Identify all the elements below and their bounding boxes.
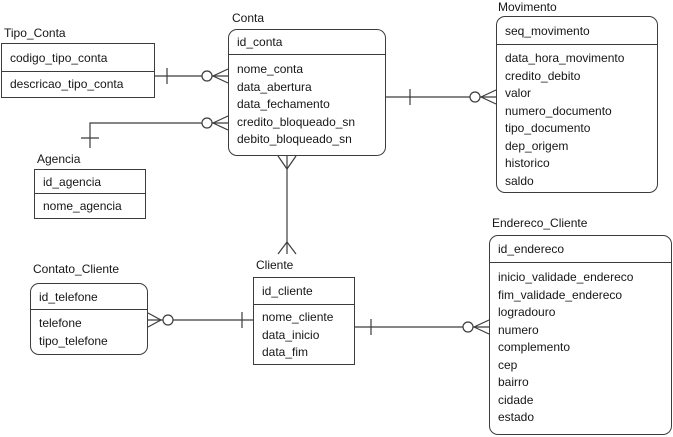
attribute: nome_cliente: [262, 310, 334, 324]
key-attribute: seq_movimento: [505, 23, 590, 38]
attr-section: nome_conta data_abertura data_fechamento…: [229, 55, 385, 149]
entity-contato-cliente: id_telefone telefone tipo_telefone: [30, 283, 148, 355]
cardinality-many-crowfoot: [286, 241, 297, 255]
attr-section: nome_cliente data_inicio data_fim: [254, 305, 354, 362]
attribute: saldo: [505, 173, 534, 188]
attribute: numero: [498, 322, 539, 337]
entity-conta: id_conta nome_conta data_abertura data_f…: [228, 29, 386, 156]
entity-cliente: id_cliente nome_cliente data_inicio data…: [253, 277, 355, 365]
attribute: debito_bloqueado_sn: [237, 132, 352, 146]
attr-section: descricao_tipo_conta: [2, 72, 154, 94]
relationship-cliente-endereco: [355, 319, 490, 335]
relationship-line: [89, 122, 228, 148]
key-section: id_cliente: [254, 278, 354, 305]
relationship-conta-cliente: [277, 155, 297, 255]
cardinality-many-crowfoot: [473, 319, 490, 328]
attribute: nome_agencia: [43, 199, 122, 213]
cardinality-many-crowfoot: [147, 319, 162, 328]
cardinality-many-crowfoot: [212, 115, 229, 124]
cardinality-many-crowfoot: [212, 75, 229, 84]
attribute: complemento: [498, 340, 571, 354]
entity-title-tipo-conta: Tipo_Conta: [3, 26, 67, 40]
attribute: dep_origem: [505, 138, 569, 153]
attr-section: data_hora_movimento credito_debito valor…: [497, 45, 657, 190]
relationship-agencia-conta: [81, 115, 229, 148]
key-section: codigo_tipo_conta: [2, 44, 154, 72]
key-section: id_endereco: [490, 236, 671, 263]
attribute: data_fim: [262, 345, 309, 359]
key-section: seq_movimento: [497, 17, 657, 45]
attribute: valor: [505, 86, 532, 100]
key-attribute: id_telefone: [39, 289, 98, 304]
attr-section: telefone tipo_telefone: [31, 310, 147, 350]
cardinality-many-crowfoot: [277, 241, 288, 255]
cardinality-many-crowfoot: [480, 89, 497, 98]
attribute: numero_documento: [505, 103, 612, 118]
cardinality-zero-circle: [201, 70, 213, 82]
entity-title-cliente: Cliente: [255, 258, 295, 272]
attribute: logradouro: [498, 305, 556, 319]
relationship-conta-movimento: [386, 89, 497, 105]
attribute: data_inicio: [262, 327, 320, 342]
attribute: cep: [498, 357, 518, 372]
cardinality-many-crowfoot: [473, 326, 490, 335]
entity-title-contato-cliente: Contato_Cliente: [32, 262, 121, 276]
entity-agencia: id_agencia nome_agencia: [34, 169, 146, 219]
cardinality-many-crowfoot: [212, 122, 229, 131]
attribute: cidade: [498, 392, 534, 407]
attribute: nome_conta: [237, 62, 304, 76]
attribute: estado: [498, 410, 535, 424]
attribute: fim_validade_endereco: [498, 287, 623, 302]
attribute: historico: [505, 156, 550, 170]
cardinality-zero-circle: [201, 117, 213, 129]
attribute: data_abertura: [237, 79, 312, 94]
entity-tipo-conta: codigo_tipo_conta descricao_tipo_conta: [1, 43, 155, 98]
attribute: data_hora_movimento: [505, 51, 625, 65]
attribute: inicio_validade_endereco: [498, 270, 634, 284]
key-section: id_telefone: [31, 284, 147, 310]
relationship-tipo-conta-conta: [155, 68, 229, 84]
key-section: id_agencia: [35, 170, 145, 194]
attr-section: inicio_validade_endereco fim_validade_en…: [490, 263, 671, 427]
cardinality-zero-circle: [462, 321, 474, 333]
key-attribute: codigo_tipo_conta: [10, 50, 108, 65]
attribute: tipo_telefone: [39, 333, 108, 348]
attribute: telefone: [39, 316, 82, 330]
cardinality-many-crowfoot: [480, 96, 497, 105]
cardinality-many-crowfoot: [286, 155, 297, 170]
key-attribute: id_endereco: [498, 242, 565, 256]
cardinality-zero-circle: [469, 91, 481, 103]
key-section: id_conta: [229, 30, 385, 55]
attr-section: nome_agencia: [35, 194, 145, 216]
key-attribute: id_conta: [237, 35, 283, 49]
entity-movimento: seq_movimento data_hora_movimento credit…: [496, 16, 658, 193]
attribute: descricao_tipo_conta: [10, 77, 124, 91]
attribute: data_fechamento: [237, 97, 330, 111]
entity-endereco-cliente: id_endereco inicio_validade_endereco fim…: [489, 235, 672, 435]
entity-title-movimento: Movimento: [497, 0, 558, 14]
attribute: bairro: [498, 375, 529, 389]
attribute: credito_bloqueado_sn: [237, 114, 356, 129]
cardinality-zero-circle: [162, 314, 174, 326]
entity-title-agencia: Agencia: [36, 152, 82, 166]
key-attribute: id_cliente: [262, 284, 313, 298]
cardinality-many-crowfoot: [212, 68, 229, 77]
attribute: tipo_documento: [505, 121, 591, 135]
attribute: credito_debito: [505, 68, 581, 83]
key-attribute: id_agencia: [43, 174, 102, 189]
cardinality-many-crowfoot: [147, 312, 162, 321]
cardinality-many-crowfoot: [277, 155, 288, 170]
entity-title-endereco-cliente: Endereco_Cliente: [491, 216, 589, 230]
relationship-contato-cliente-cliente: [147, 312, 253, 328]
entity-title-conta: Conta: [231, 11, 266, 25]
